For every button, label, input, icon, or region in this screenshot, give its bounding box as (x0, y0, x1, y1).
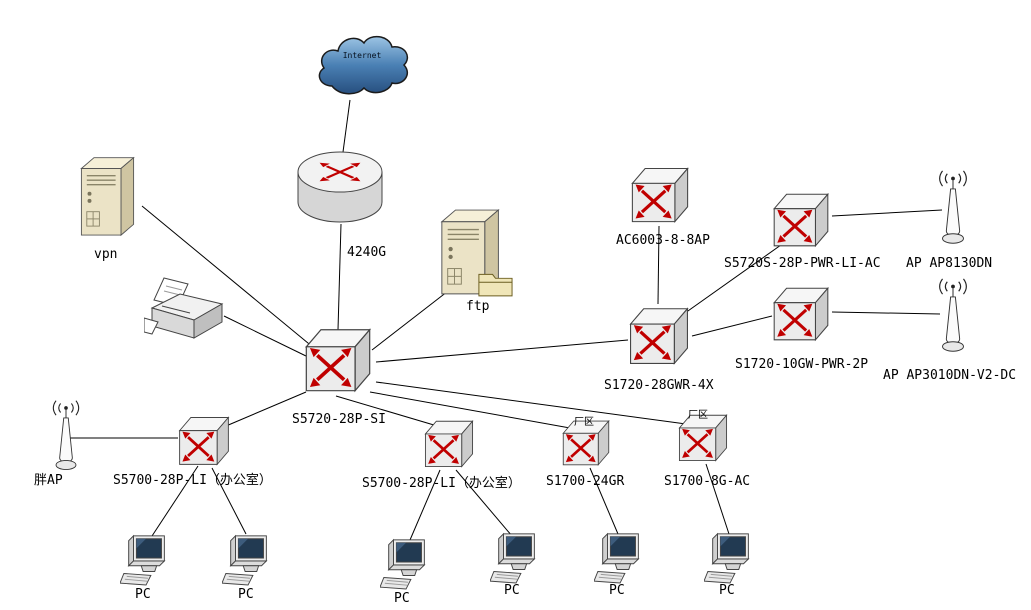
pc3-label: PC (394, 591, 410, 606)
antenna-icon (932, 276, 974, 356)
node-fat-ap-antenna (46, 398, 86, 474)
node-pc5 (594, 530, 648, 584)
switch-icon (768, 280, 834, 346)
s5720s-label: S5720S-28P-PWR-LI-AC (724, 256, 881, 271)
s1720-10gw-label: S1720-10GW-PWR-2P (735, 357, 869, 372)
internet-label: Internet (342, 51, 382, 60)
edge-s1720-28gwr-s5720s (677, 239, 789, 319)
ap3010-label: AP AP3010DN-V2-DC (883, 368, 1017, 383)
pc-icon (222, 532, 276, 586)
node-pc1 (120, 532, 174, 586)
antenna-icon (932, 168, 974, 248)
core-switch-label: S5720-28P-SI (292, 412, 386, 427)
node-pc4 (490, 530, 544, 584)
edge-vpn-core (141, 205, 315, 349)
node-router-4240g (292, 142, 388, 234)
ftp-label: ftp (466, 299, 490, 314)
node-pc3 (380, 536, 434, 590)
edge-core-s1700-8g (375, 381, 687, 425)
edge-s5700-left-pc1 (151, 465, 199, 537)
pc-icon (380, 536, 434, 590)
edge-ftp-core (371, 287, 453, 351)
node-printer (144, 272, 228, 348)
node-ap8130-antenna (932, 168, 974, 248)
s1700-8g-label: S1700-8G-AC (664, 474, 751, 489)
vpn-label: vpn (94, 247, 118, 262)
edge-ac6003-s1720-28gwr (657, 225, 660, 305)
edge-s1700-24gr-pc5 (589, 467, 619, 535)
pc6-label: PC (719, 583, 735, 598)
s5700-office-mid-label: S5700-28P-LI（办公室） (362, 476, 521, 491)
pc5-label: PC (609, 583, 625, 598)
s1700-24gr-zone-tag: 厂区 (574, 417, 594, 428)
printer-icon (144, 272, 228, 348)
node-s5700-office-left-switch (174, 410, 234, 470)
node-s1720-28gwr-switch (624, 300, 694, 370)
node-ac6003 (626, 160, 694, 228)
pc1-label: PC (135, 587, 151, 602)
ap8130-label: AP AP8130DN (906, 256, 993, 271)
switch-icon (174, 410, 234, 470)
edge-core-s5700-left (225, 391, 307, 427)
switch-icon (420, 414, 478, 472)
cloud-icon (312, 24, 412, 104)
pc-icon (490, 530, 544, 584)
node-ftp-server (436, 204, 514, 298)
node-core-switch (299, 320, 377, 398)
node-s5700-office-mid-switch (420, 414, 478, 472)
switch-icon (299, 320, 377, 398)
edge-core-s5700-mid (335, 395, 445, 429)
pc-icon (120, 532, 174, 586)
edge-s1720-10gw-ap3010 (831, 311, 941, 315)
fat-ap-label: 胖AP (34, 473, 63, 488)
server-icon (76, 152, 148, 239)
node-vpn-server (76, 152, 148, 239)
router-icon (292, 142, 388, 234)
edge-s5700-mid-pc4 (455, 469, 513, 537)
s1700-24gr-label: S1700-24GR (546, 474, 625, 489)
switch-icon (768, 186, 834, 252)
node-ap3010-antenna (932, 276, 974, 356)
node-s1720-10gw-switch (768, 280, 834, 346)
edge-s5720s-ap8130 (831, 209, 943, 217)
ftp-server-icon (436, 204, 514, 298)
edge-s5700-left-pc2 (211, 467, 247, 535)
node-pc2 (222, 532, 276, 586)
edge-printer-core (223, 315, 307, 357)
pc-icon (594, 530, 648, 584)
edge-internet-router (342, 99, 351, 153)
edge-core-s1700-24gr (369, 391, 571, 429)
edge-s5700-mid-pc3 (409, 469, 441, 541)
ac6003-label: AC6003-8-8AP (616, 233, 710, 248)
pc2-label: PC (238, 587, 254, 602)
switch-icon (624, 300, 694, 370)
node-internet-cloud (312, 24, 412, 104)
s5700-office-left-label: S5700-28P-LI（办公室） (113, 473, 272, 488)
edge-router-core (337, 223, 342, 331)
pc-icon (704, 530, 758, 584)
antenna-icon (46, 398, 86, 474)
s1720-28gwr-label: S1720-28GWR-4X (604, 378, 714, 393)
edge-core-s1720-28gwr (375, 339, 629, 363)
edge-s1700-8g-pc6 (705, 463, 730, 535)
node-s5720s-switch (768, 186, 834, 252)
node-pc6 (704, 530, 758, 584)
s1700-8g-zone-tag: 厂区 (688, 410, 708, 421)
switch-icon (626, 160, 694, 228)
pc4-label: PC (504, 583, 520, 598)
router-label: 4240G (347, 245, 387, 260)
edge-s1720-28gwr-s1720-10gw (691, 315, 773, 337)
